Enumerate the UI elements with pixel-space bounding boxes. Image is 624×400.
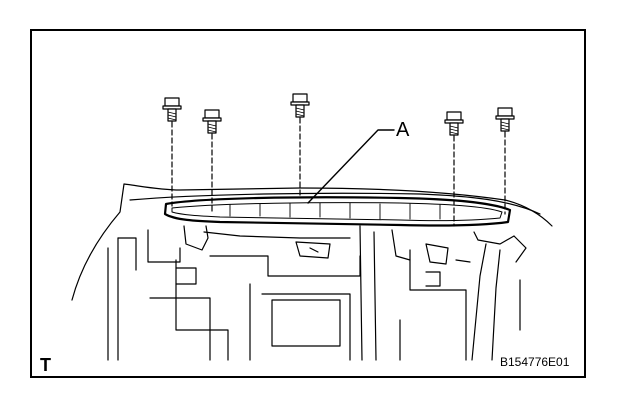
bolt-icon [162, 97, 182, 122]
bracket-ribs [229, 202, 441, 220]
bolt-icon [444, 111, 464, 136]
panel-inner-edge [129, 192, 541, 215]
callout-a-leader [307, 129, 395, 204]
bolt-icon [202, 109, 222, 134]
figure-id: B154776E01 [500, 355, 570, 369]
part-a-bracket-inner [171, 202, 503, 222]
lower-assembly [107, 225, 527, 361]
bolt-icon [290, 93, 310, 118]
view-marker: T [40, 355, 51, 375]
bolt-guide-lines [171, 117, 506, 227]
callout-a-label: A [396, 119, 410, 141]
part-a-bracket [163, 196, 512, 227]
bolt-icon [495, 107, 515, 132]
panel-outline [71, 183, 553, 301]
